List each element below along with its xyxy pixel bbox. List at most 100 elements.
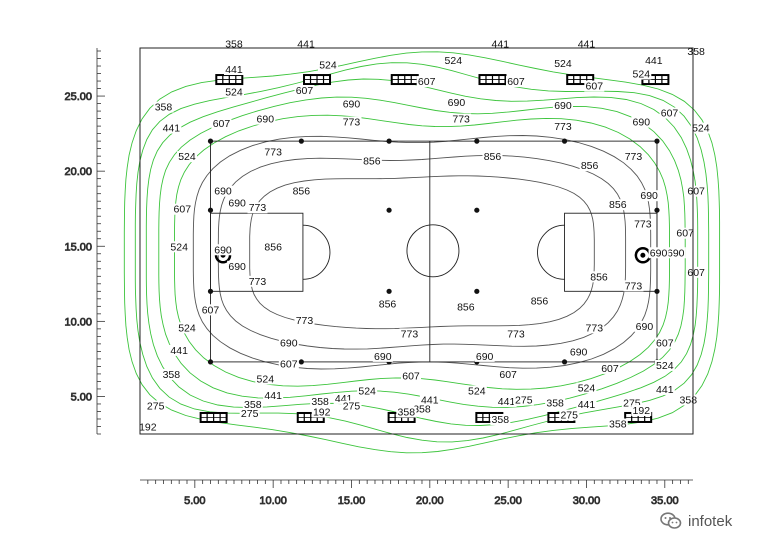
x-tick-label: 5.00 bbox=[184, 495, 205, 507]
contour-line bbox=[249, 175, 595, 330]
contour-label: 607 bbox=[499, 369, 517, 381]
contour-label-bg bbox=[153, 101, 174, 113]
contour-label: 358 bbox=[163, 369, 181, 381]
contour-label: 690 bbox=[228, 198, 246, 210]
contour-label-bg bbox=[223, 64, 244, 76]
contour-label-bg bbox=[678, 394, 699, 406]
y-tick-label: 25.00 bbox=[64, 91, 92, 103]
contour-label: 441 bbox=[225, 64, 243, 76]
contour-label: 607 bbox=[687, 267, 705, 279]
contour-label-bg bbox=[223, 86, 244, 98]
contour-label: 607 bbox=[296, 85, 314, 97]
contour-label-bg bbox=[634, 320, 655, 332]
contour-label-bg bbox=[648, 247, 669, 259]
calc-point bbox=[207, 138, 214, 144]
calc-point bbox=[474, 138, 480, 144]
penalty-arc-right bbox=[537, 224, 565, 280]
contour-label-bg bbox=[211, 118, 232, 130]
contour-label-bg bbox=[607, 199, 628, 211]
contour-label: 358 bbox=[413, 403, 431, 415]
contour-label-bg bbox=[631, 116, 652, 128]
contour-label: 773 bbox=[625, 151, 643, 163]
contour-line bbox=[158, 96, 686, 408]
contour-label-bg bbox=[654, 337, 675, 349]
calc-point bbox=[654, 288, 660, 294]
contour-label-bg bbox=[291, 185, 312, 197]
contour-label-bg bbox=[643, 55, 664, 67]
contour-label-bg bbox=[357, 385, 378, 397]
contour-label-bg bbox=[223, 38, 244, 50]
contour-label-bg bbox=[333, 392, 354, 404]
contour-label-bg bbox=[568, 346, 589, 358]
contour-label: 607 bbox=[601, 363, 619, 375]
contour-label: 607 bbox=[586, 81, 604, 93]
contour-label-bg bbox=[505, 328, 526, 340]
calc-point bbox=[474, 288, 480, 294]
contour-label: 275 bbox=[343, 400, 361, 412]
contour-label-bg bbox=[213, 185, 234, 197]
contour-label-bg bbox=[545, 397, 566, 409]
contour-label-bg bbox=[311, 406, 332, 418]
contour-label-bg bbox=[227, 260, 248, 272]
contour-label: 358 bbox=[311, 396, 329, 408]
calc-point bbox=[654, 207, 660, 213]
contour-label-bg bbox=[239, 407, 260, 419]
contour-label-bg bbox=[310, 395, 331, 407]
contour-label-bg bbox=[496, 395, 517, 407]
contour-label: 441 bbox=[421, 394, 439, 406]
contour-label: 773 bbox=[507, 328, 525, 340]
contour-label-bg bbox=[686, 185, 707, 197]
contour-label: 607 bbox=[202, 304, 220, 316]
luminaire bbox=[303, 74, 332, 86]
contour-label: 690 bbox=[228, 261, 246, 273]
contour-label-bg bbox=[255, 373, 276, 385]
calc-point bbox=[298, 138, 304, 144]
calc-point bbox=[207, 288, 214, 294]
contour-label-bg bbox=[552, 121, 573, 133]
contour-label: 856 bbox=[379, 298, 397, 310]
contour-label: 441 bbox=[578, 38, 596, 50]
contour-label-bg bbox=[576, 382, 597, 394]
y-tick-label: 20.00 bbox=[64, 166, 92, 178]
contour-label-bg bbox=[263, 241, 284, 253]
contour-label-bg bbox=[176, 151, 197, 163]
contour-label: 524 bbox=[578, 382, 596, 394]
contour-label-bg bbox=[411, 403, 432, 415]
contour-label-bg bbox=[247, 275, 268, 287]
contour-label-bg bbox=[396, 406, 417, 418]
watermark: infotek bbox=[660, 512, 732, 530]
plot-frame bbox=[139, 47, 694, 435]
contour-label-bg bbox=[529, 295, 550, 307]
contour-label: 690 bbox=[214, 186, 232, 198]
contour-label-bg bbox=[446, 97, 467, 109]
contour-label-bg bbox=[675, 227, 696, 239]
x-tick-label: 15.00 bbox=[338, 495, 366, 507]
contour-label: 358 bbox=[225, 38, 243, 50]
contour-label: 690 bbox=[570, 346, 588, 358]
contour-label: 607 bbox=[656, 337, 674, 349]
y-tick-label: 5.00 bbox=[71, 391, 92, 403]
contour-label: 690 bbox=[343, 99, 361, 111]
luminaire bbox=[641, 74, 670, 86]
contour-label: 690 bbox=[257, 114, 275, 126]
contour-line bbox=[134, 62, 710, 443]
contour-label: 690 bbox=[280, 337, 298, 349]
contour-label: 524 bbox=[170, 241, 188, 253]
contour-label-bg bbox=[247, 202, 268, 214]
contour-label-bg bbox=[607, 418, 628, 430]
x-tick-label: 25.00 bbox=[494, 495, 522, 507]
contour-label-bg bbox=[317, 59, 338, 71]
contour-label-bg bbox=[482, 151, 503, 163]
contour-label: 773 bbox=[249, 276, 267, 288]
contour-label-bg bbox=[576, 38, 597, 50]
contour-label: 690 bbox=[554, 100, 572, 112]
contour-label: 607 bbox=[213, 118, 231, 130]
contour-label: 524 bbox=[656, 360, 674, 372]
calc-point bbox=[207, 359, 214, 365]
calc-point bbox=[386, 288, 392, 294]
contour-label: 690 bbox=[633, 117, 651, 129]
contour-label: 275 bbox=[241, 408, 259, 420]
contour-label: 358 bbox=[680, 394, 698, 406]
